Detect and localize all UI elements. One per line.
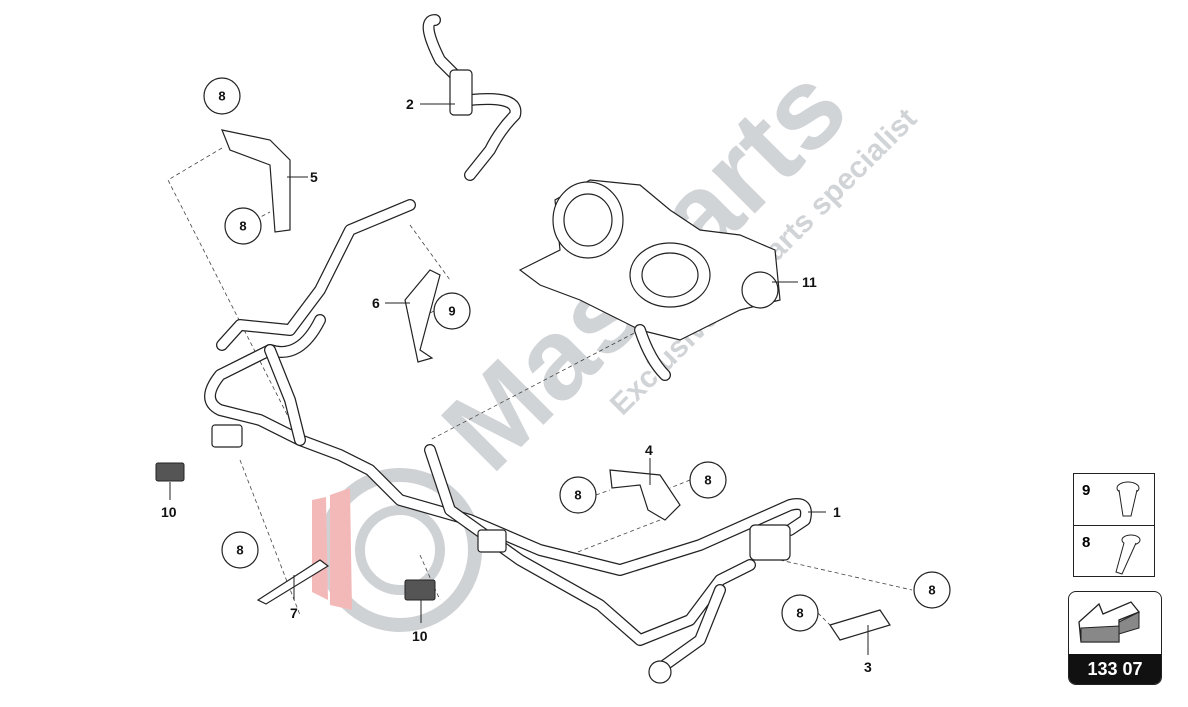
circle-callout-8: 8 — [236, 543, 243, 558]
legend-item-8: 8 — [1074, 526, 1154, 577]
circle-callout-8: 8 — [928, 583, 935, 598]
circle-callout-8: 8 — [704, 473, 711, 488]
callout-1: 1 — [833, 504, 841, 520]
callout-2: 2 — [406, 96, 414, 112]
leader-lines — [169, 103, 869, 655]
legend-number: 9 — [1082, 482, 1091, 499]
circle-callout-8: 8 — [574, 488, 581, 503]
arrow-left-icon — [1078, 601, 1141, 643]
page-reference-badge[interactable]: 133 07 — [1068, 591, 1162, 685]
watermark-logo — [312, 468, 482, 632]
callout-10: 10 — [161, 504, 177, 520]
callout-4: 4 — [645, 442, 653, 458]
callout-11: 11 — [802, 274, 817, 290]
circle-callout-8: 8 — [796, 606, 803, 621]
callout-10: 10 — [412, 628, 428, 644]
circle-callout-9: 9 — [448, 304, 455, 319]
torx-pan-head-screw-short-icon — [1116, 481, 1140, 517]
fastener-legend: 9 8 — [1073, 473, 1155, 577]
torx-pan-head-screw-long-icon — [1115, 534, 1141, 575]
callout-5: 5 — [310, 169, 318, 185]
callout-labels: 1 2 3 4 5 6 7 10 10 11 — [161, 96, 872, 675]
legend-item-9: 9 — [1074, 474, 1154, 526]
circle-callout-8: 8 — [239, 219, 246, 234]
circle-callout-8: 8 — [218, 89, 225, 104]
page-code: 133 07 — [1069, 654, 1161, 684]
throttle-body — [518, 179, 781, 381]
callout-6: 6 — [372, 295, 380, 311]
callout-3: 3 — [864, 659, 872, 675]
callout-7: 7 — [290, 605, 298, 621]
circled-callouts: 8 8 9 8 8 8 8 8 — [203, 77, 951, 632]
hose-assembly — [155, 14, 891, 684]
legend-number: 8 — [1082, 534, 1091, 551]
